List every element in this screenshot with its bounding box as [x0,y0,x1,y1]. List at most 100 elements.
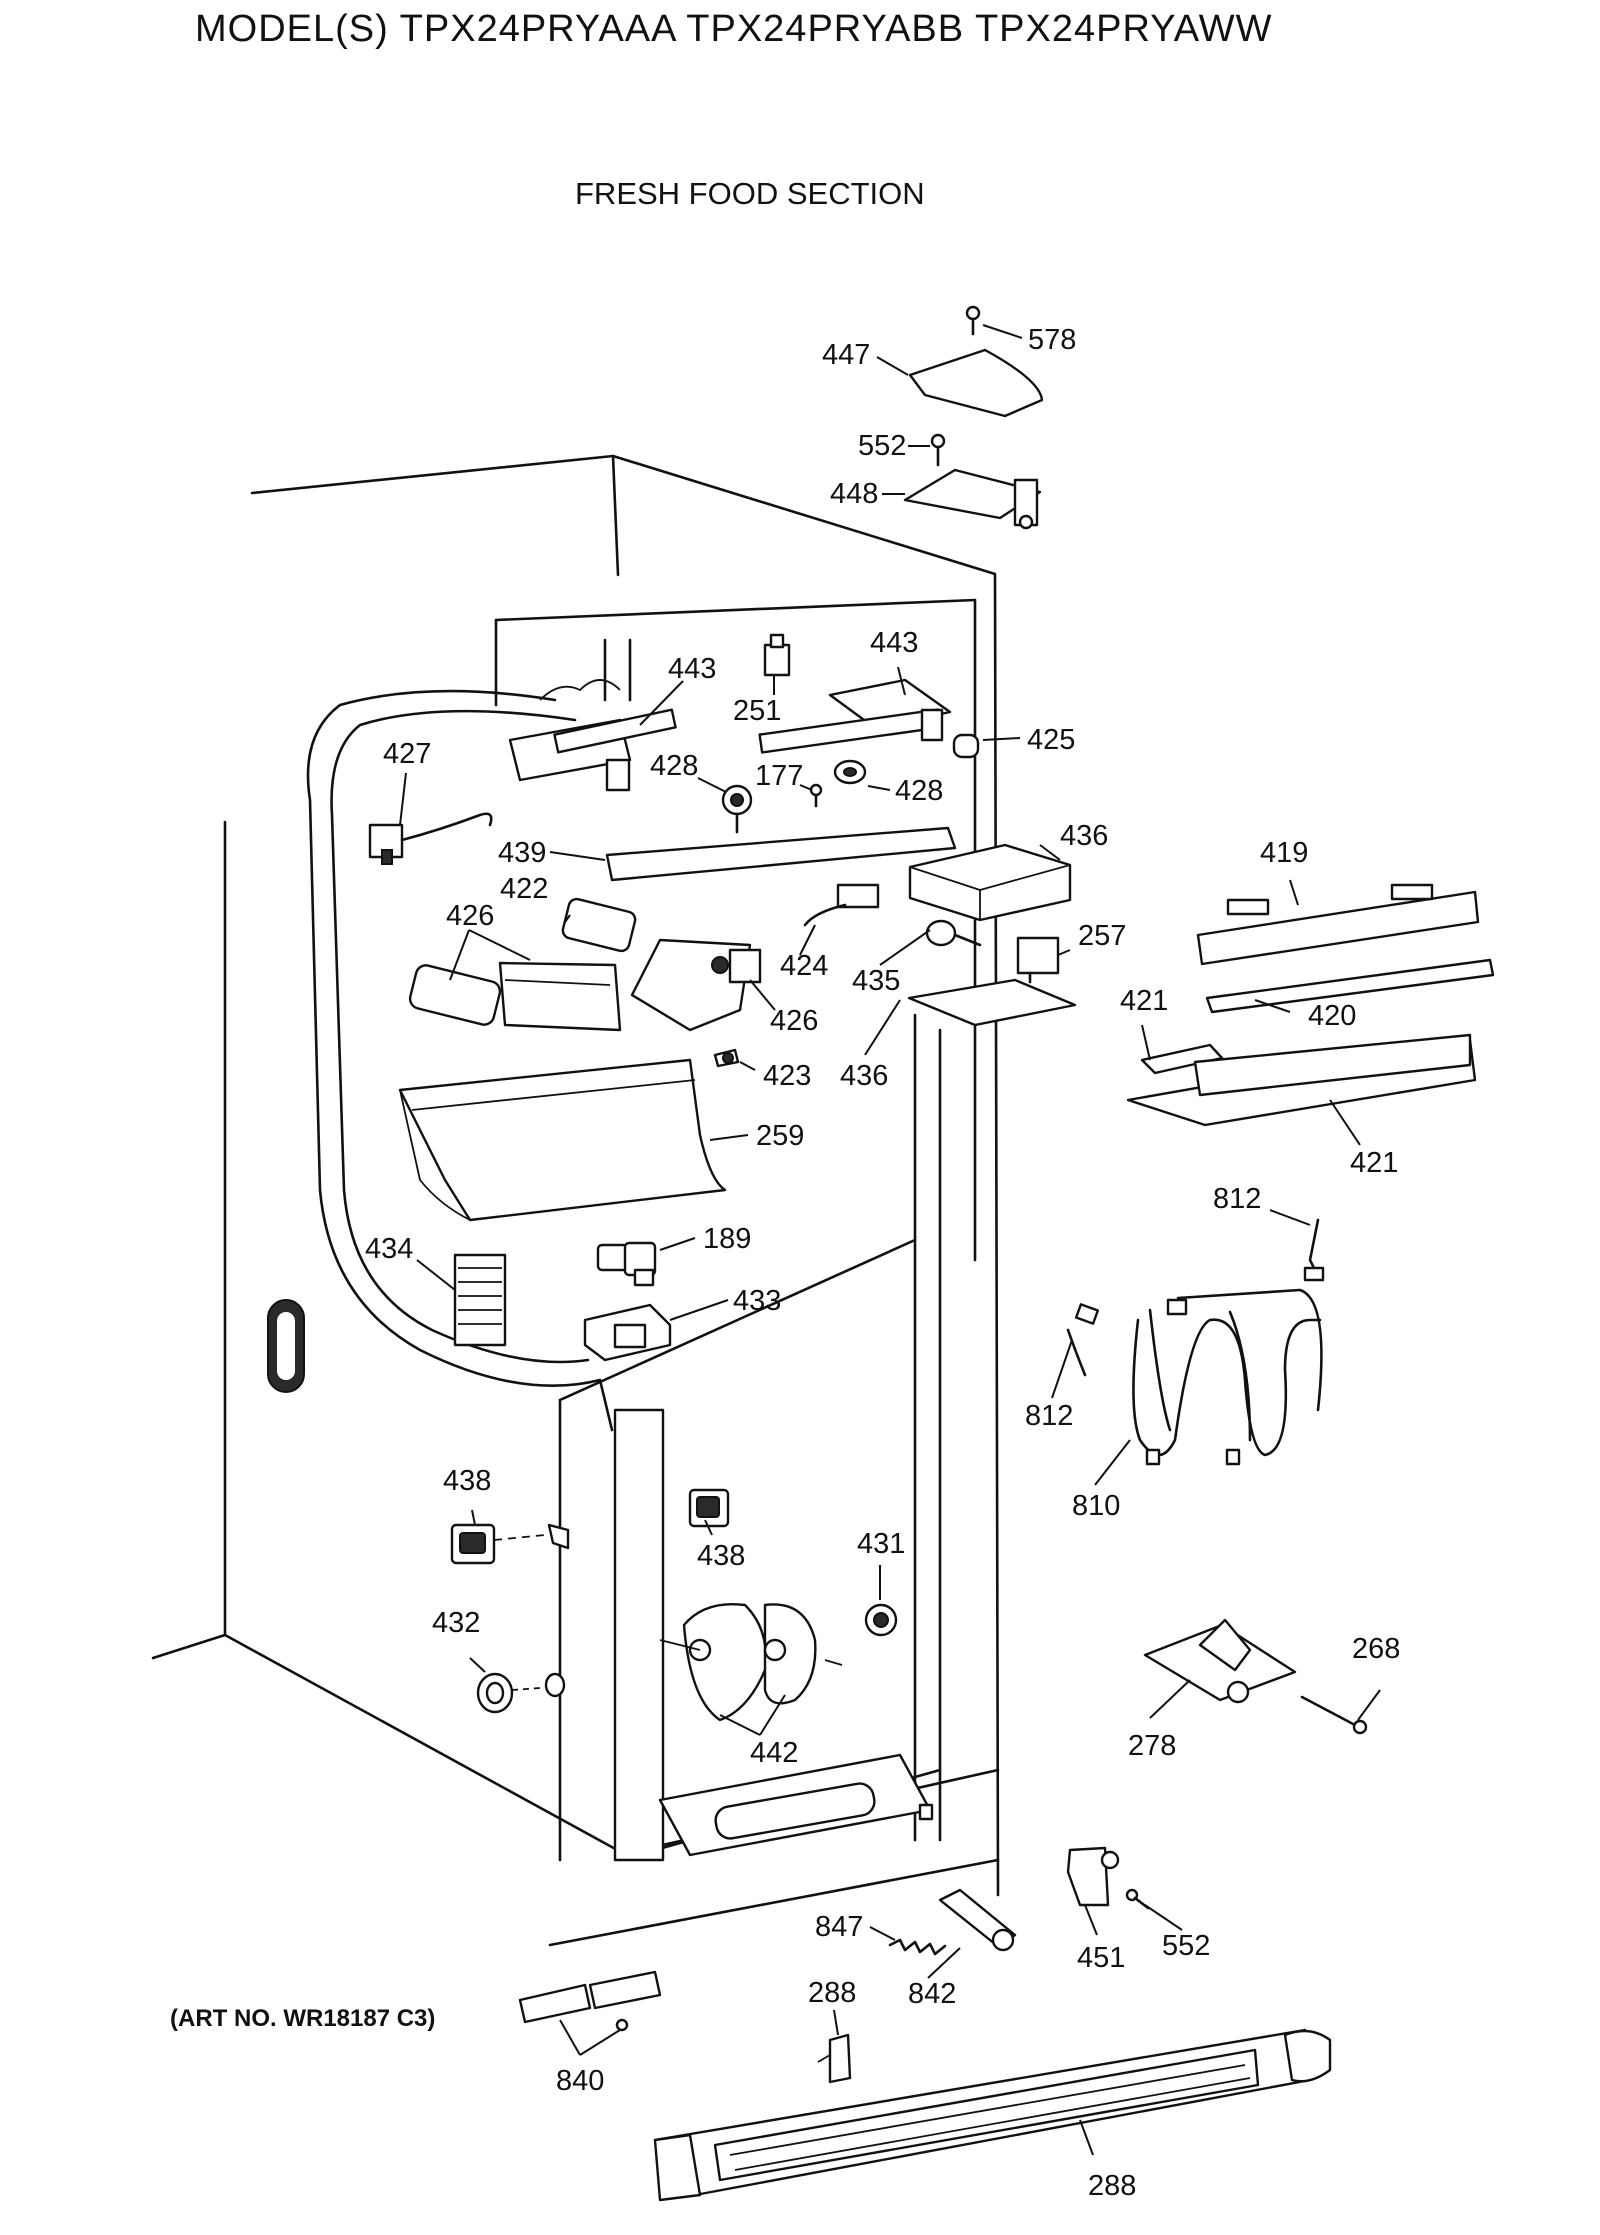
part-435-light-socket [925,919,982,947]
handle-recess [267,1299,305,1393]
callout-840: 840 [556,2065,604,2097]
callout-842: 842 [908,1978,956,2010]
callout-288: 288 [1088,2170,1136,2202]
callout-421: 421 [1120,985,1168,1017]
part-443-control-bracket-right [758,678,952,754]
callout-421: 421 [1350,1147,1398,1179]
part-439-control-panel [605,826,957,882]
part-431-bushing [864,1603,898,1637]
callout-419: 419 [1260,837,1308,869]
part-428-gear-left [721,784,753,834]
callout-424: 424 [780,950,828,982]
callout-578: 578 [1028,324,1076,356]
part-420-lens [1205,958,1495,1014]
callout-812: 812 [1213,1183,1261,1215]
callout-442: 442 [750,1737,798,1769]
callout-812: 812 [1025,1400,1073,1432]
callout-438: 438 [443,1465,491,1497]
part-251-switch [763,633,791,677]
callout-439: 439 [498,837,546,869]
callout-288: 288 [808,1977,856,2009]
callout-436: 436 [840,1060,888,1092]
callout-427: 427 [383,738,431,770]
part-288-grille [653,2028,1332,2202]
model-numbers-heading: MODEL(S) TPX24PRYAAA TPX24PRYABB TPX24PR… [195,8,1273,50]
callout-443: 443 [870,627,918,659]
part-177-screw [809,783,823,808]
callout-278: 278 [1128,1730,1176,1762]
part-278-control-plate [1143,1618,1297,1704]
part-842-lever [938,1888,1017,1952]
callout-451: 451 [1077,1942,1125,1974]
part-427-wire-connector [368,812,493,865]
part-438-switch-left [450,1523,570,1565]
part-426-air-damper [630,938,762,1032]
part-436-light-cover [907,978,1077,1027]
callout-435: 435 [852,965,900,997]
callout-422: 422 [500,873,548,905]
callout-428: 428 [650,750,698,782]
part-419-light-shield [1196,883,1480,966]
door-frame-strip [613,1408,665,1862]
callout-552: 552 [858,430,906,462]
callout-447: 447 [822,339,870,371]
callout-426: 426 [770,1005,818,1037]
callout-259: 259 [756,1120,804,1152]
part-451-hinge-bracket [1066,1846,1120,1907]
callout-177: 177 [755,760,803,792]
callout-268: 268 [1352,1633,1400,1665]
part-840-clips [518,1970,662,2032]
callout-251: 251 [733,695,781,727]
part-428-gear-right [833,759,867,785]
door-gasket-outline [306,679,665,1862]
callout-847: 847 [815,1911,863,1943]
part-257-switch [1016,936,1060,984]
callout-443: 443 [668,653,716,685]
part-812-tube-lower [1066,1303,1100,1377]
part-810-heater-coil [1132,1288,1323,1466]
part-424-wire-harness [803,883,880,927]
part-552-screw-top [930,433,946,467]
callout-labels: 578 447 552 448 443 443 251 425 427 428 … [365,324,1400,2202]
part-436-control-housing [908,843,1072,922]
callout-423: 423 [763,1060,811,1092]
callout-436: 436 [1060,820,1108,852]
callout-420: 420 [1308,1000,1356,1032]
callout-552: 552 [1162,1930,1210,1962]
part-578-screw [965,305,981,336]
art-number-label: (ART NO. WR18187 C3) [170,2005,436,2032]
part-442-fan-assembly [659,1603,843,1722]
part-447-hinge-cover [908,348,1044,418]
callout-433: 433 [733,1285,781,1317]
callout-432: 432 [432,1607,480,1639]
callout-426: 426 [446,900,494,932]
callout-425: 425 [1027,724,1075,756]
section-title: FRESH FOOD SECTION [575,176,925,211]
part-421-clip [1140,1043,1224,1075]
part-423-light-bulb [713,1048,740,1068]
part-425-roller [952,733,980,759]
part-189-tee-fitting [596,1241,657,1287]
callout-438: 438 [697,1540,745,1572]
part-432-bushing [476,1672,566,1714]
part-288-clip [817,2033,852,2084]
cabinet-outline [151,454,1000,1947]
part-422-duct [498,961,622,1032]
part-433-block [583,1303,672,1362]
part-434-grille [453,1253,507,1347]
part-422-gasket [561,897,637,953]
part-438-switch-right [688,1488,730,1528]
part-259-cover [398,1058,727,1222]
part-847-spring [888,1938,947,1956]
callout-431: 431 [857,1528,905,1560]
callout-257: 257 [1078,920,1126,952]
bottom-vent-panel [658,1753,934,1857]
callout-434: 434 [365,1233,413,1265]
part-421-light-housing [1126,1033,1477,1127]
leader-lines [399,324,1381,2156]
part-426-gasket-left [408,964,502,1026]
callout-189: 189 [703,1223,751,1255]
part-812-tube-upper [1303,1218,1325,1282]
